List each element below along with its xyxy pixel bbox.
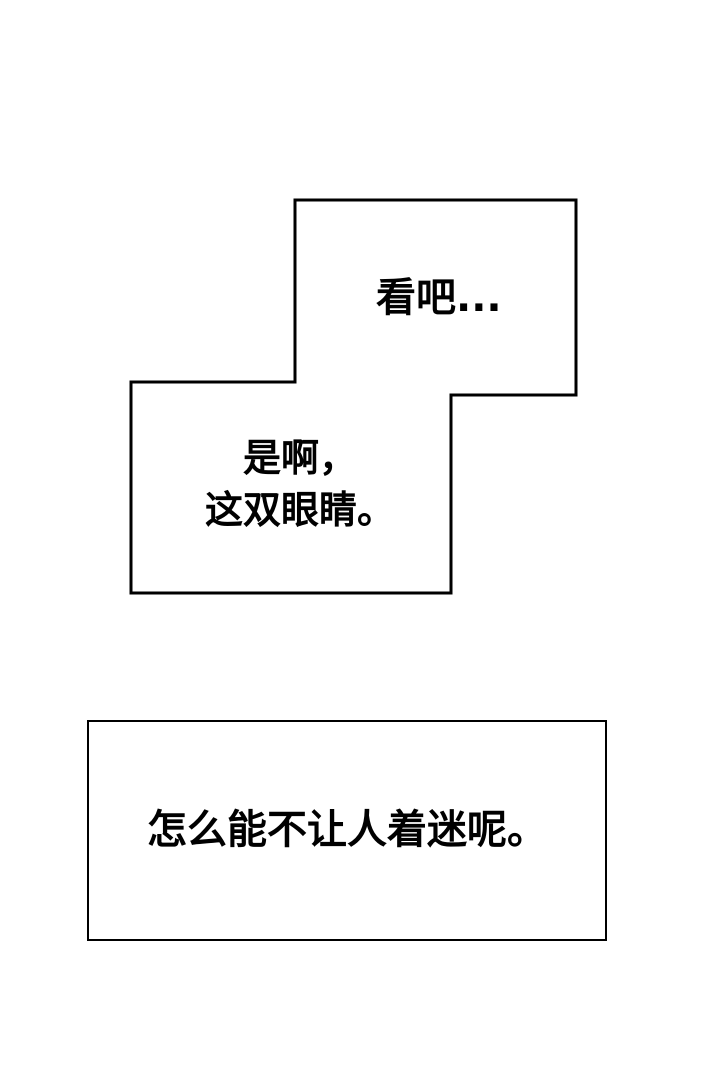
caption-these-eyes: 是啊， 这双眼睛。 — [160, 432, 440, 536]
caption-look: 看吧... — [376, 275, 502, 321]
stepped-box-outline — [129, 198, 578, 595]
caption-fascinating: 怎么能不让人着迷呢。 — [147, 807, 547, 853]
caption-line-1: 是啊， — [242, 436, 357, 480]
bottom-caption-box: 怎么能不让人着迷呢。 — [87, 720, 607, 941]
caption-line-2: 这双眼睛。 — [204, 488, 395, 532]
